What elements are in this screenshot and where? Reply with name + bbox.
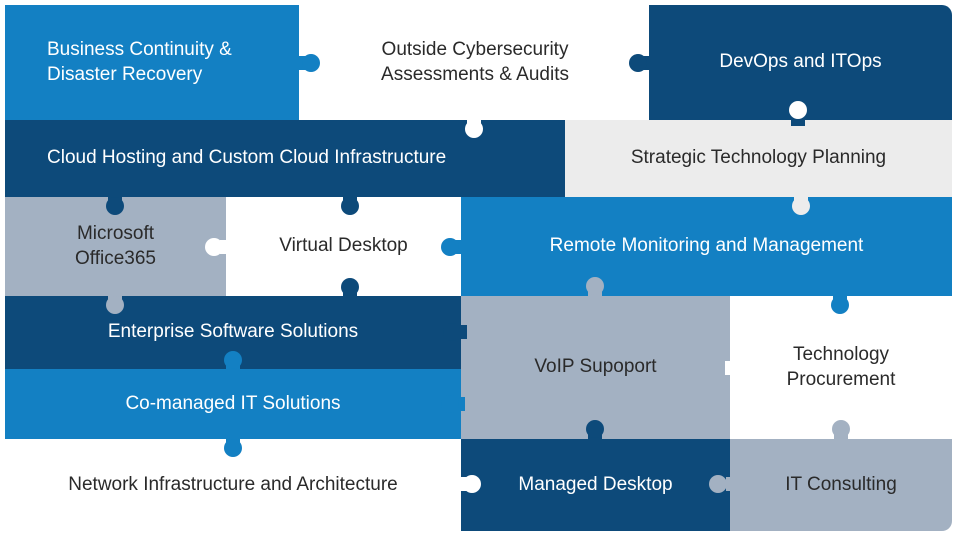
- label-managed-desktop: Managed Desktop: [518, 473, 673, 495]
- label-virtual-desktop: Virtual Desktop: [279, 235, 408, 257]
- label-microsoft-office365: Microsoft Office365: [75, 222, 156, 269]
- piece-strategic-planning: [565, 120, 952, 197]
- label-devops-itops: DevOps and ITOps: [719, 51, 882, 73]
- label-business-continuity: Business Continuity & Disaster Recovery: [47, 38, 232, 85]
- label-network-infrastructure: Network Infrastructure and Architecture: [68, 473, 398, 495]
- piece-voip-support: [461, 296, 730, 439]
- piece-business-continuity: [5, 5, 299, 120]
- label-it-consulting: IT Consulting: [785, 473, 897, 495]
- piece-comanaged-it: [5, 369, 461, 439]
- label-outside-cybersecurity: Outside Cybersecurity Assessments & Audi…: [381, 38, 569, 85]
- piece-remote-monitoring: [461, 197, 952, 296]
- piece-managed-desktop: [461, 439, 730, 531]
- piece-outside-cybersecurity: [299, 5, 649, 120]
- label-remote-monitoring: Remote Monitoring and Management: [549, 235, 864, 257]
- label-technology-procurement: Technology Procurement: [786, 343, 896, 390]
- label-strategic-planning: Strategic Technology Planning: [630, 147, 887, 169]
- label-cloud-hosting: Cloud Hosting and Custom Cloud Infrastru…: [47, 147, 447, 169]
- label-voip-support: VoIP Supoport: [534, 356, 657, 378]
- piece-virtual-desktop: [226, 197, 461, 296]
- piece-technology-procurement: [730, 296, 952, 439]
- label-enterprise-software: Enterprise Software Solutions: [107, 321, 359, 343]
- label-comanaged-it: Co-managed IT Solutions: [125, 392, 341, 414]
- puzzle-knobs: [106, 54, 850, 493]
